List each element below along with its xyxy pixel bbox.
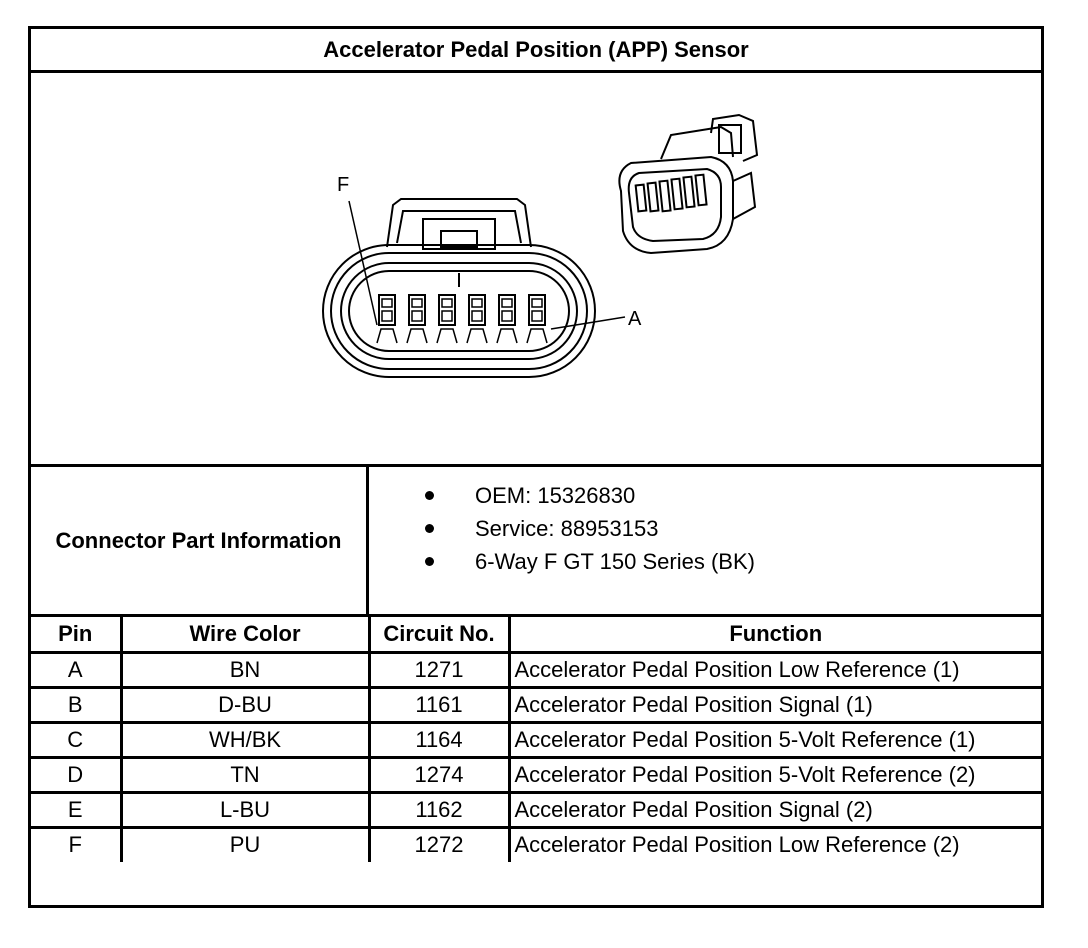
- table-row: A BN 1271 Accelerator Pedal Position Low…: [31, 650, 1041, 689]
- terminal-cavity-upper: [381, 298, 393, 308]
- sheet-title: Accelerator Pedal Position (APP) Sensor: [31, 29, 1041, 73]
- terminal-cavity: [528, 294, 546, 326]
- cell-wire-color: TN: [119, 755, 371, 794]
- connector-outer-shell: [322, 244, 596, 378]
- cell-pin: F: [31, 825, 123, 862]
- cell-pin: A: [31, 650, 123, 689]
- info-item-description: 6-Way F GT 150 Series (BK): [425, 545, 755, 578]
- terminal-lock-tab: [496, 328, 518, 344]
- cell-function: Accelerator Pedal Position 5-Volt Refere…: [507, 720, 1041, 759]
- cell-wire-color: PU: [119, 825, 371, 862]
- terminal-cavity-lower: [501, 310, 513, 322]
- cell-pin: D: [31, 755, 123, 794]
- terminal-cavity-lower: [441, 310, 453, 322]
- terminal-cavity-lower: [381, 310, 393, 322]
- cell-pin: E: [31, 790, 123, 829]
- header-pin: Pin: [31, 617, 123, 654]
- table-row: E L-BU 1162 Accelerator Pedal Position S…: [31, 790, 1041, 829]
- connector-figure: F A: [31, 73, 1041, 467]
- terminal-cavity: [498, 294, 516, 326]
- connector-perspective-view: [618, 113, 759, 255]
- connector-latch: [386, 198, 532, 248]
- terminal-lock-tab: [466, 328, 488, 344]
- terminal-cavity-upper: [531, 298, 543, 308]
- cell-wire-color: L-BU: [119, 790, 371, 829]
- bullet-icon: [425, 491, 434, 500]
- table-row: C WH/BK 1164 Accelerator Pedal Position …: [31, 720, 1041, 759]
- cell-circuit-no: 1271: [367, 650, 511, 689]
- terminal-lock-tab: [526, 328, 548, 344]
- terminal-cavity: [438, 294, 456, 326]
- cell-circuit-no: 1161: [367, 685, 511, 724]
- pin-label-a: A: [628, 308, 642, 330]
- cell-circuit-no: 1272: [367, 825, 511, 862]
- info-item-oem: OEM: 15326830: [425, 479, 755, 512]
- connector-info-label: Connector Part Information: [31, 467, 369, 614]
- leader-line-f: [348, 200, 378, 326]
- terminal-cavity-upper: [411, 298, 423, 308]
- cell-function: Accelerator Pedal Position Low Reference…: [507, 650, 1041, 689]
- terminal-cavity: [378, 294, 396, 326]
- cell-function: Accelerator Pedal Position Low Reference…: [507, 825, 1041, 862]
- cell-function: Accelerator Pedal Position Signal (2): [507, 790, 1041, 829]
- terminal-cavity-lower: [531, 310, 543, 322]
- info-item-service: Service: 88953153: [425, 512, 755, 545]
- cell-circuit-no: 1162: [367, 790, 511, 829]
- terminal-lock-tab: [376, 328, 398, 344]
- table-header-row: Pin Wire Color Circuit No. Function: [31, 617, 1041, 654]
- cell-function: Accelerator Pedal Position Signal (1): [507, 685, 1041, 724]
- table-row: D TN 1274 Accelerator Pedal Position 5-V…: [31, 755, 1041, 794]
- cell-circuit-no: 1274: [367, 755, 511, 794]
- bullet-icon: [425, 557, 434, 566]
- cell-function: Accelerator Pedal Position 5-Volt Refere…: [507, 755, 1041, 794]
- terminal-cavity: [408, 294, 426, 326]
- terminal-cavities: [376, 294, 548, 344]
- table-row: F PU 1272 Accelerator Pedal Position Low…: [31, 825, 1041, 862]
- terminal-lock-tab: [436, 328, 458, 344]
- connector-end-view-sheet: Accelerator Pedal Position (APP) Sensor …: [28, 26, 1044, 908]
- cell-wire-color: D-BU: [119, 685, 371, 724]
- cell-pin: B: [31, 685, 123, 724]
- table-row: B D-BU 1161 Accelerator Pedal Position S…: [31, 685, 1041, 724]
- pin-label-f: F: [337, 174, 349, 196]
- cell-circuit-no: 1164: [367, 720, 511, 759]
- pinout-table: Pin Wire Color Circuit No. Function A BN…: [31, 617, 1041, 862]
- connector-info-list: OEM: 15326830 Service: 88953153 6-Way F …: [369, 467, 1041, 614]
- header-wire-color: Wire Color: [119, 617, 371, 654]
- connector-part-information: Connector Part Information OEM: 15326830…: [31, 467, 1041, 617]
- cell-wire-color: BN: [119, 650, 371, 689]
- terminal-cavity-upper: [471, 298, 483, 308]
- header-circuit-no: Circuit No.: [367, 617, 511, 654]
- terminal-lock-tab: [406, 328, 428, 344]
- cell-wire-color: WH/BK: [119, 720, 371, 759]
- terminal-cavity-upper: [441, 298, 453, 308]
- terminal-cavity-lower: [411, 310, 423, 322]
- terminal-cavity: [468, 294, 486, 326]
- leader-line-a: [550, 316, 626, 330]
- terminal-cavity-upper: [501, 298, 513, 308]
- header-function: Function: [507, 617, 1041, 654]
- terminal-cavity-lower: [471, 310, 483, 322]
- connector-face-drawing: F A: [322, 113, 759, 378]
- cell-pin: C: [31, 720, 123, 759]
- bullet-icon: [425, 524, 434, 533]
